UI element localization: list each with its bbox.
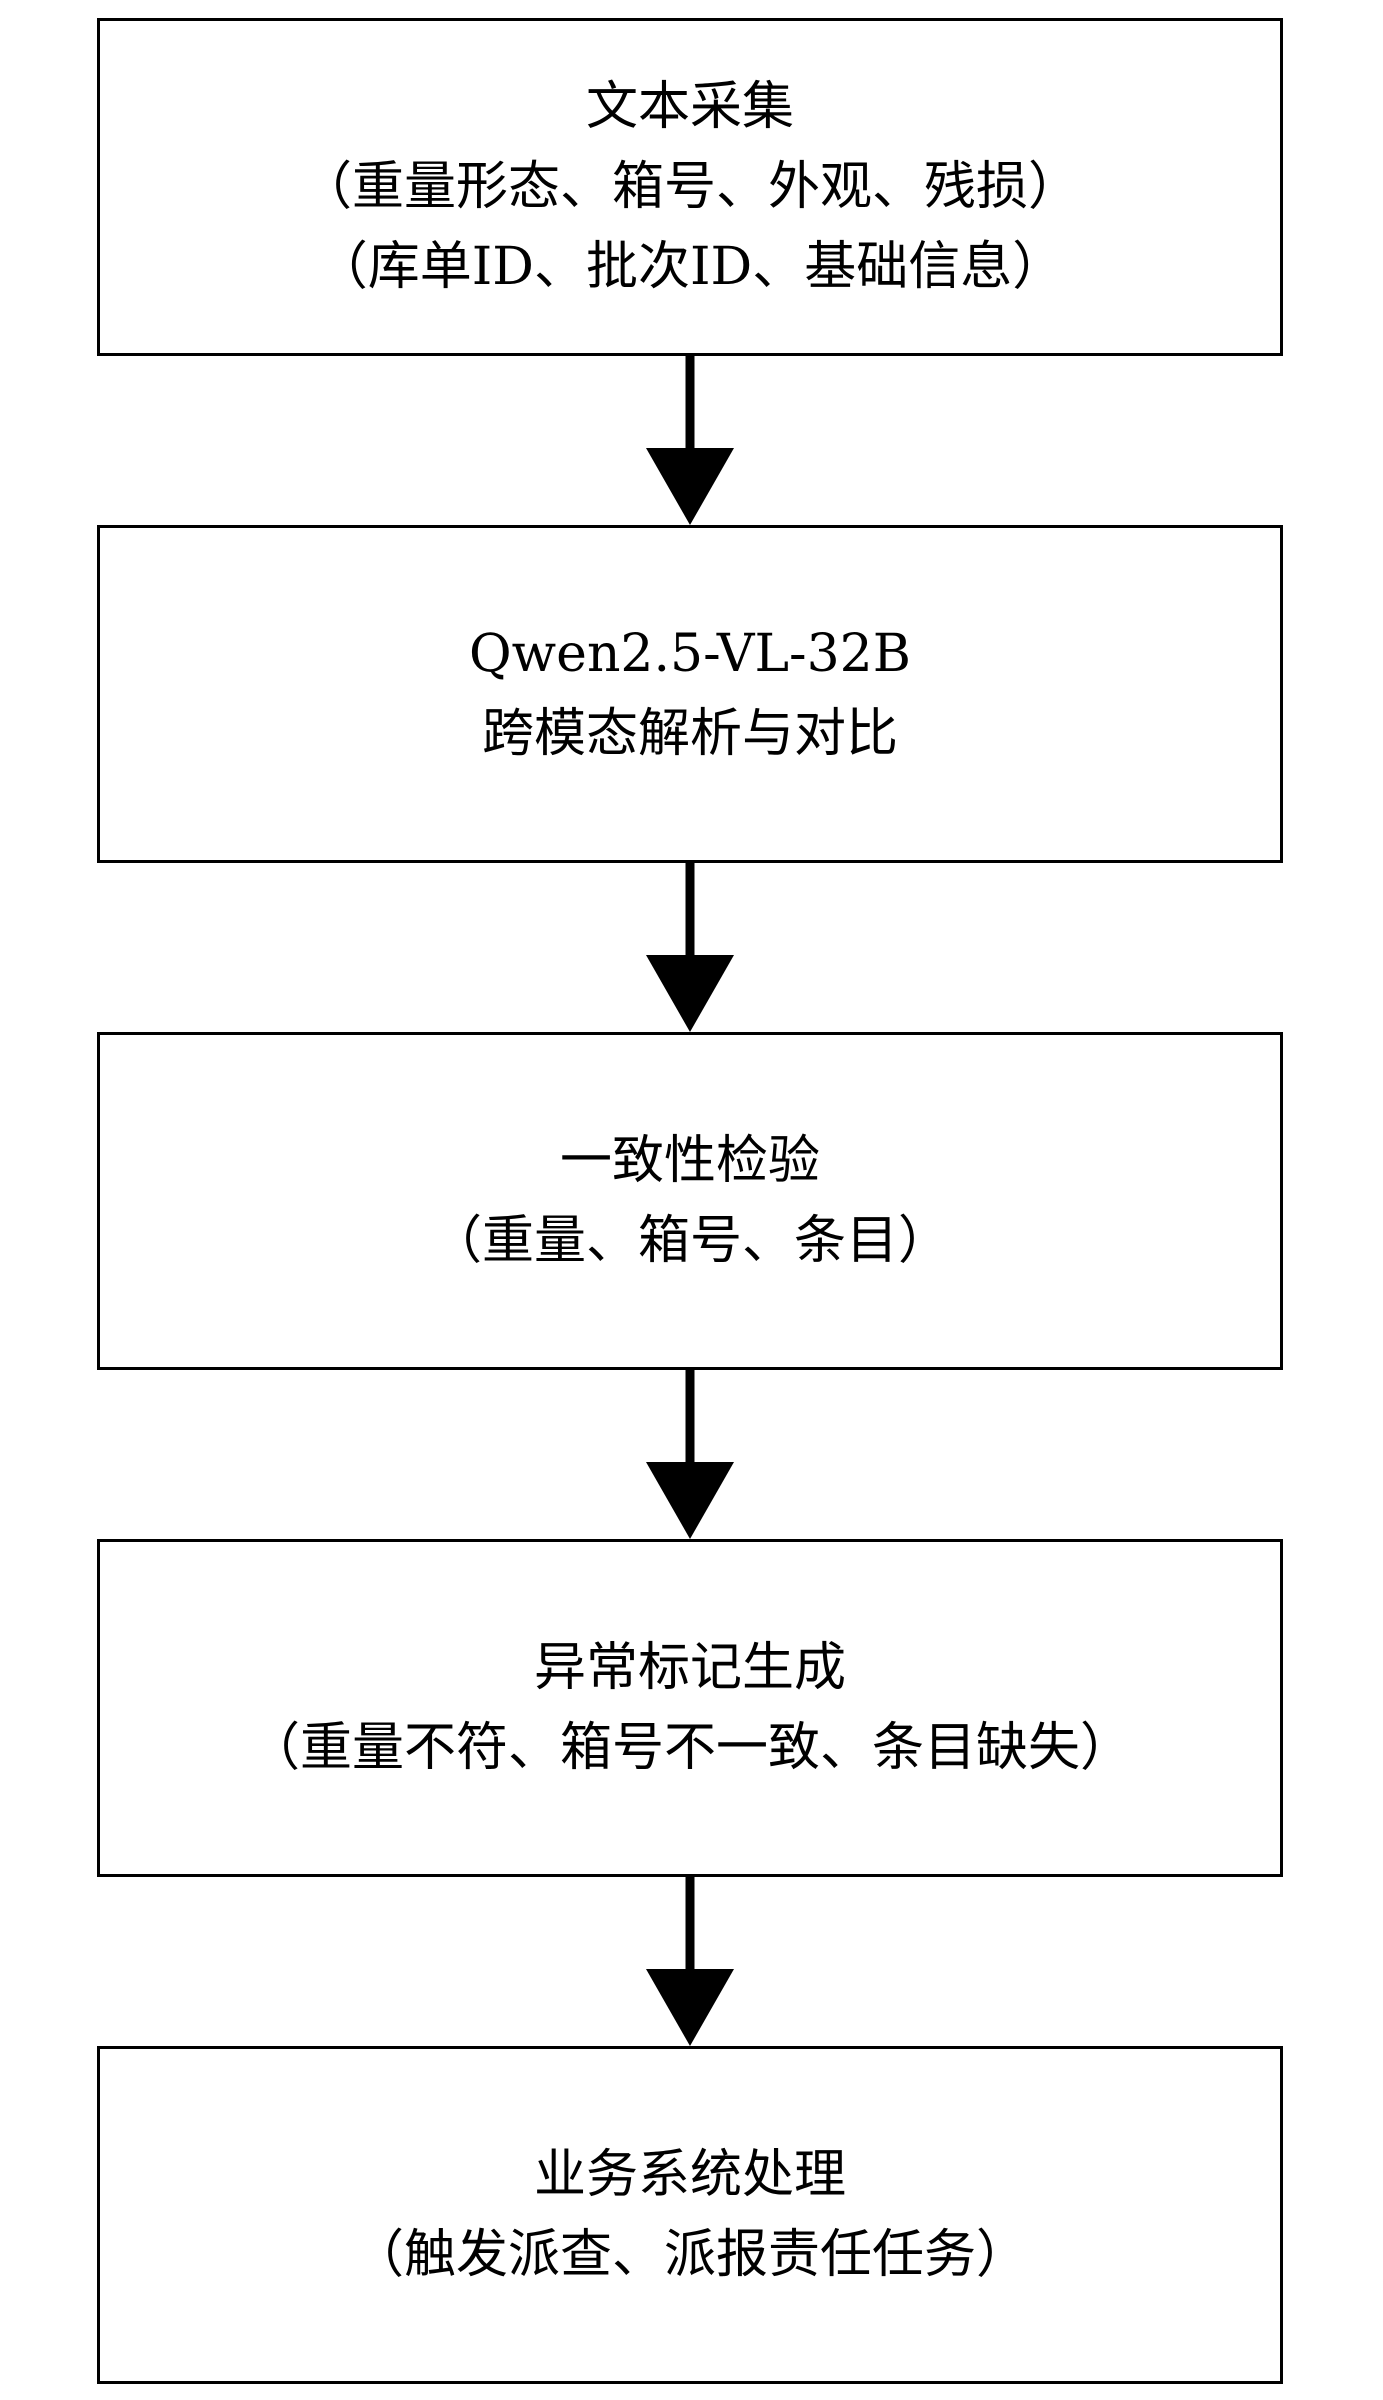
step-box-consistency-check: 一致性检验 （重量、箱号、条目） [97,1032,1283,1370]
step-title: 一致性检验 [559,1131,820,1191]
step-detail: （重量不符、箱号不一致、条目缺失） [247,1718,1132,1778]
step-title: 文本采集 [585,77,794,137]
step-detail: （库单ID、批次ID、基础信息） [315,237,1065,297]
down-arrow-icon [646,1877,734,2046]
step-detail: 跨模态解析与对比 [481,704,898,764]
down-arrow-icon [646,863,734,1032]
step-detail: （触发派查、派报责任任务） [351,2225,1028,2285]
step-title: Qwen2.5-VL-32B [469,624,911,684]
down-arrow-icon [646,356,734,525]
down-arrow-icon [646,1370,734,1539]
step-box-model-analysis: Qwen2.5-VL-32B 跨模态解析与对比 [97,525,1283,863]
step-title: 业务系统处理 [533,2145,846,2205]
step-title: 异常标记生成 [533,1638,846,1698]
step-box-text-collection: 文本采集 （重量形态、箱号、外观、残损） （库单ID、批次ID、基础信息） [97,18,1283,356]
step-box-anomaly-marking: 异常标记生成 （重量不符、箱号不一致、条目缺失） [97,1539,1283,1877]
step-detail: （重量形态、箱号、外观、残损） [299,157,1080,217]
step-detail: （重量、箱号、条目） [429,1211,950,1271]
step-box-business-processing: 业务系统处理 （触发派查、派报责任任务） [97,2046,1283,2384]
